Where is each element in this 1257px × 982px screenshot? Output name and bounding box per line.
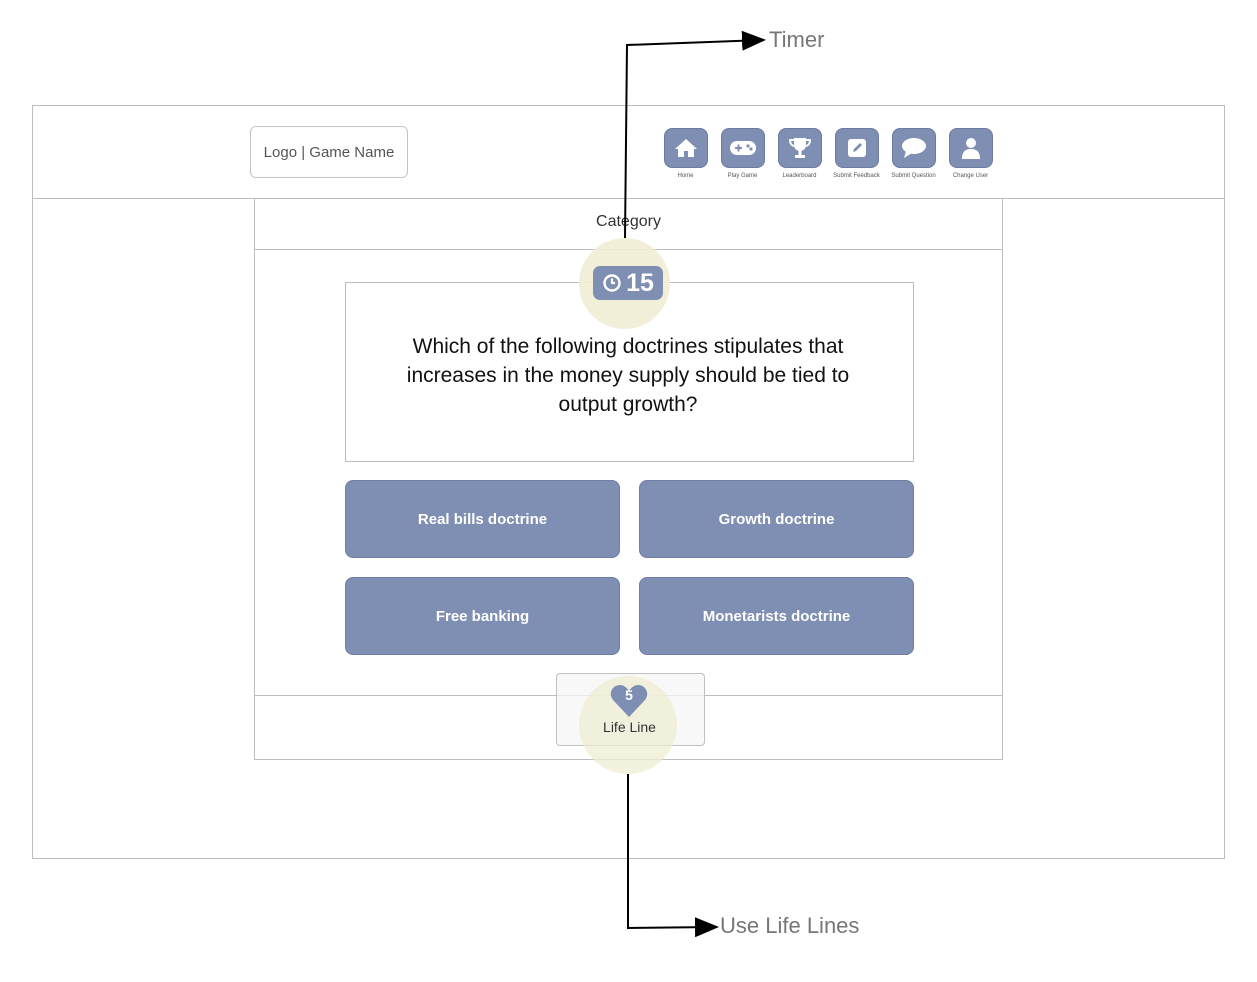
answer-label-2: Growth doctrine [718, 510, 835, 528]
play-game-button[interactable] [720, 128, 765, 168]
submit-feedback-button[interactable] [834, 128, 879, 168]
nav-label-play-game: Play Game [727, 173, 758, 179]
nav-label-leaderboard: Leaderboard [782, 173, 817, 179]
submit-question-button[interactable] [891, 128, 936, 168]
lifeline-label: Life Line [603, 719, 656, 735]
top-nav: Home Play Game Leaderboard [657, 128, 999, 179]
answer-button-2[interactable]: Growth doctrine [639, 480, 914, 558]
change-user-button[interactable] [948, 128, 993, 168]
nav-label-submit-feedback: Submit Feedback [833, 173, 880, 179]
answer-button-1[interactable]: Real bills doctrine [345, 480, 620, 558]
nav-item-submit-question[interactable]: Submit Question [885, 128, 942, 179]
nav-label-submit-question: Submit Question [891, 173, 936, 179]
nav-item-leaderboard[interactable]: Leaderboard [771, 128, 828, 179]
answer-label-1: Real bills doctrine [417, 510, 548, 528]
edit-icon [847, 139, 866, 157]
leaderboard-button[interactable] [777, 128, 822, 168]
nav-label-home: Home [677, 173, 694, 179]
answer-label-3: Free banking [435, 607, 530, 625]
nav-item-home[interactable]: Home [657, 128, 714, 179]
timer-badge: 15 [593, 266, 663, 300]
clock-icon [603, 274, 621, 292]
logo[interactable]: Logo | Game Name [250, 126, 408, 178]
timer-annotation: Timer [769, 27, 825, 52]
heart-icon [610, 685, 648, 717]
nav-item-submit-feedback[interactable]: Submit Feedback [828, 128, 885, 179]
answer-button-3[interactable]: Free banking [345, 577, 620, 655]
home-icon [674, 139, 697, 157]
lifeline-arrow [627, 774, 719, 938]
lifeline-annotation: Use Life Lines [720, 913, 860, 938]
answer-button-4[interactable]: Monetarists doctrine [639, 577, 914, 655]
logo-text: Logo | Game Name [263, 143, 395, 161]
nav-item-play-game[interactable]: Play Game [714, 128, 771, 179]
nav-label-change-user: Change User [952, 173, 989, 179]
speech-bubble-icon [901, 138, 926, 158]
answer-label-4: Monetarists doctrine [702, 607, 851, 625]
question-text: Which of the following doctrines stipula… [406, 335, 850, 416]
category-title: Category [596, 213, 661, 230]
timer-arrow [624, 30, 766, 239]
lifeline-count: 5 [625, 687, 633, 703]
nav-item-change-user[interactable]: Change User [942, 128, 999, 179]
home-button[interactable] [663, 128, 708, 168]
gamepad-icon [729, 141, 756, 155]
timer-value: 15 [626, 268, 654, 297]
trophy-icon [788, 138, 811, 158]
user-icon [961, 138, 980, 159]
